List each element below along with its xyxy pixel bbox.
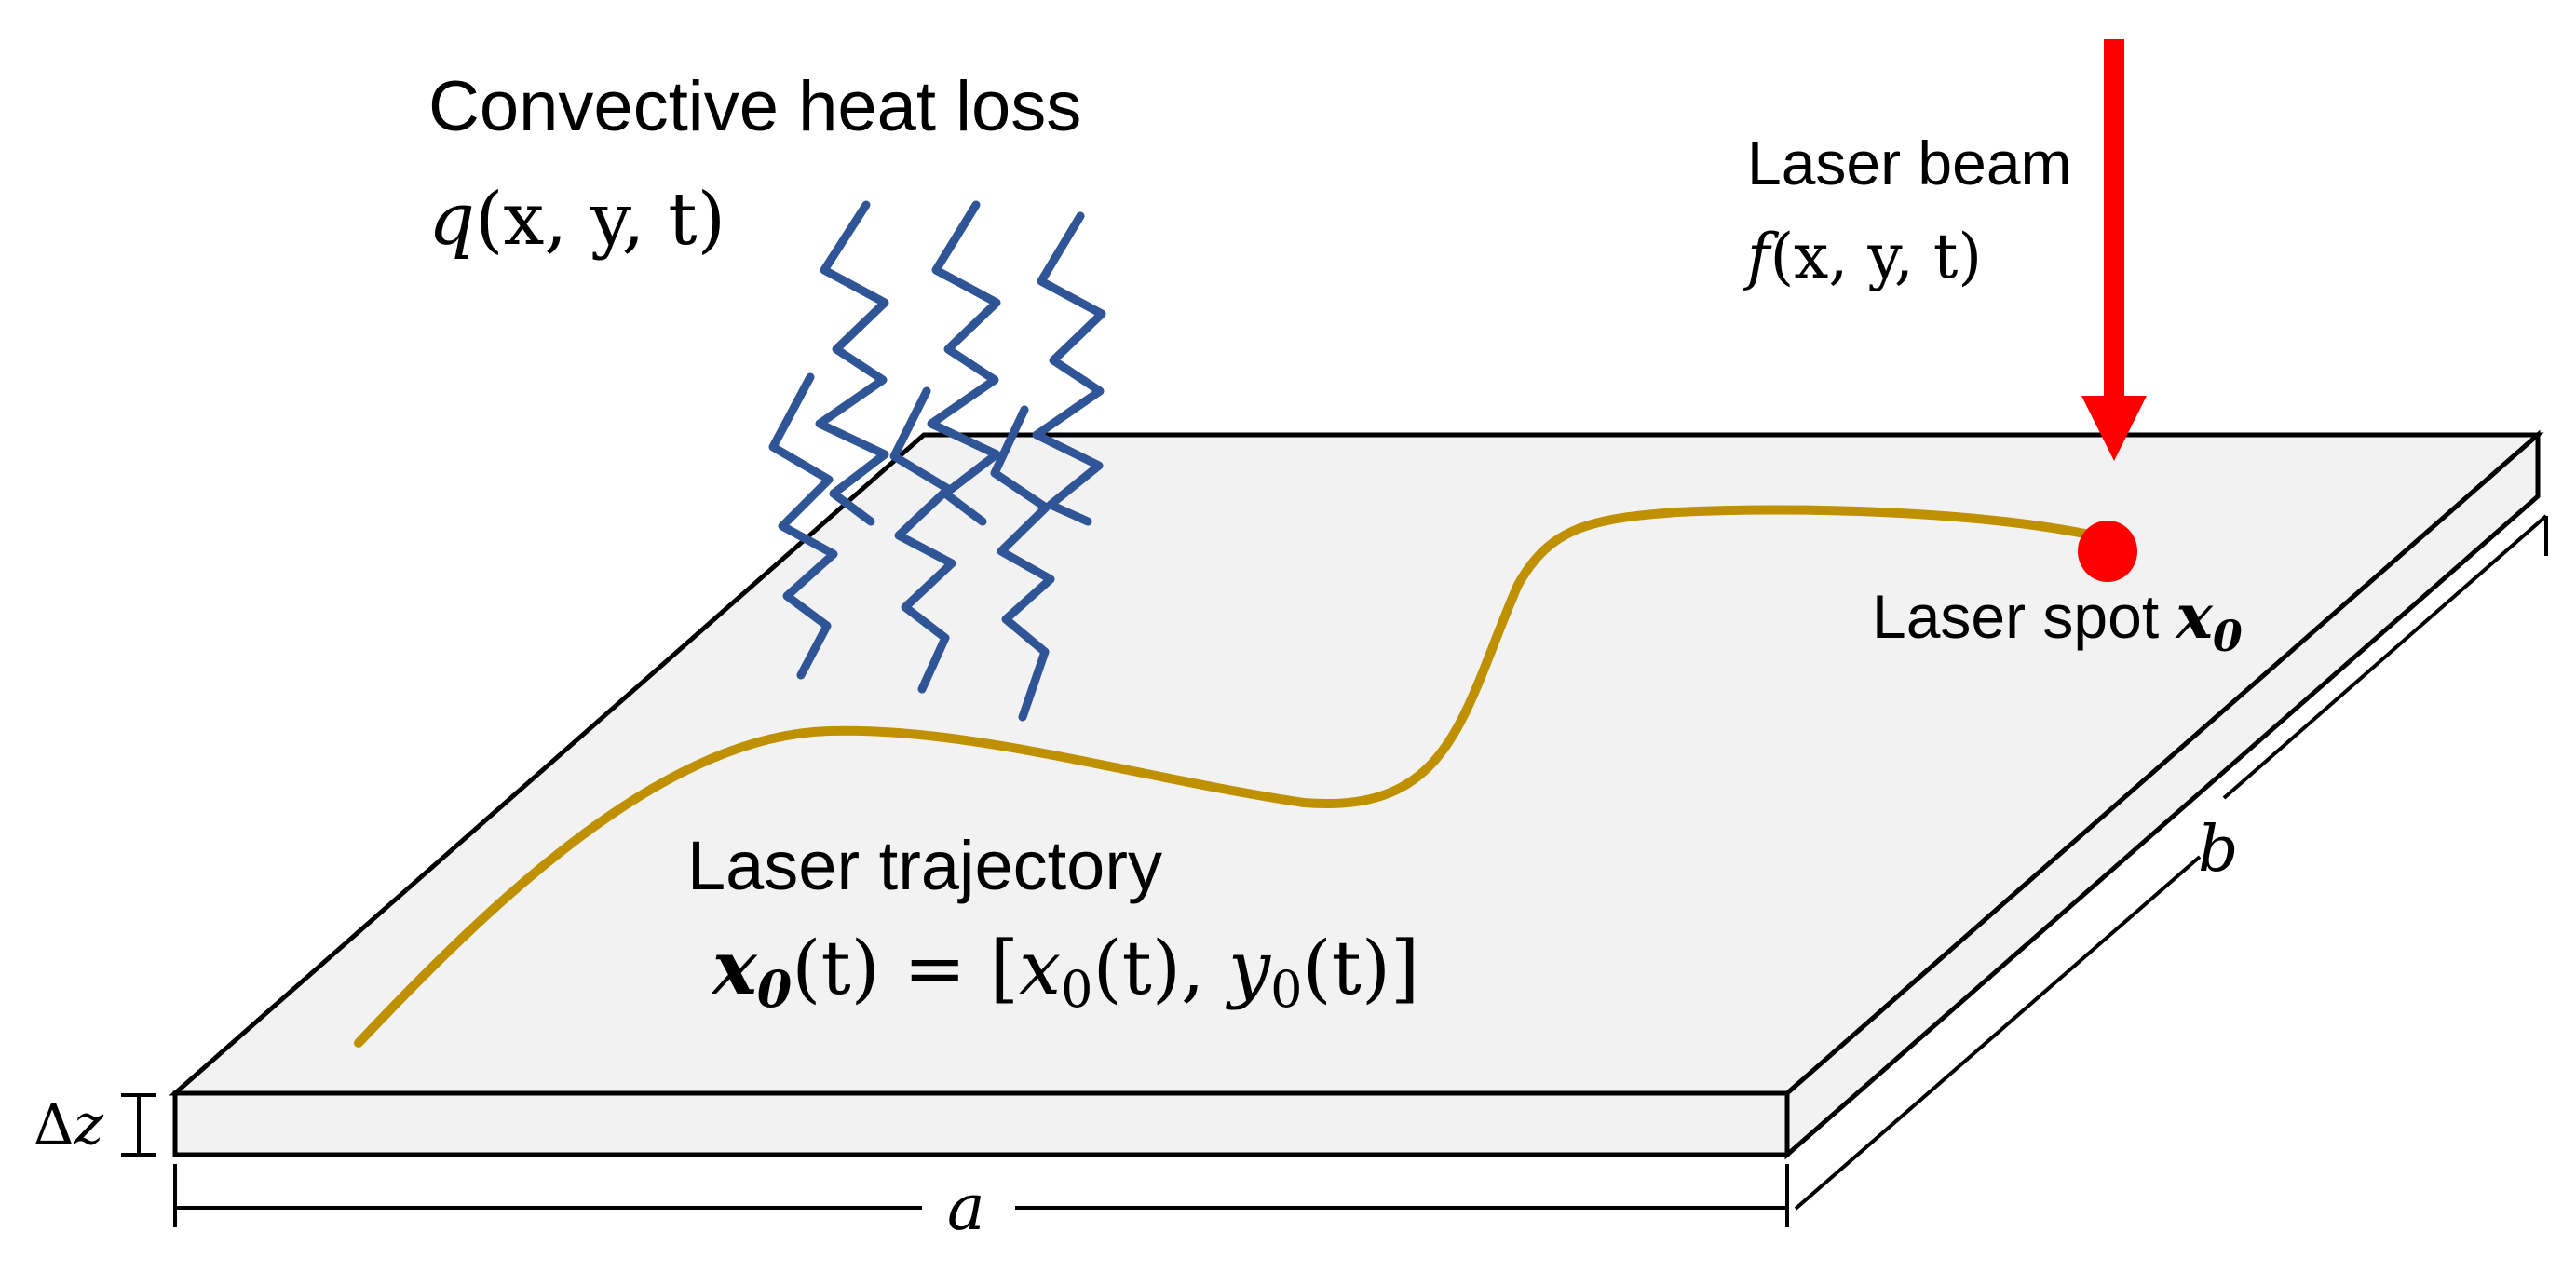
heat-wave-2: [927, 200, 1001, 526]
heat-wave-1: [815, 200, 889, 526]
heat-wave-5: [889, 386, 956, 694]
dimension-delta-z: [121, 1093, 156, 1157]
heat-wave-3: [1032, 211, 1106, 526]
dimension-b-label: b: [2198, 813, 2239, 887]
laser-beam-arrow: [2081, 39, 2147, 461]
plate-side-face: [1784, 429, 2541, 1160]
dimension-b: [1794, 514, 2548, 1211]
laser-spot-label: Laser spot x0: [1872, 580, 2243, 661]
convective-heat-loss-label: Convective heat loss: [428, 67, 1081, 146]
laser-trajectory-label: Laser trajectory: [687, 827, 1162, 904]
laser-beam-label: Laser beam: [1747, 129, 2072, 197]
plate-front-face: [172, 1090, 1790, 1157]
dimension-delta-z-label: Δz: [34, 1092, 103, 1157]
laser-trajectory-formula: x0(t) = [x0(t), y0(t)]: [711, 924, 1419, 1019]
dimension-a: [173, 1164, 1789, 1227]
heat-wave-6: [990, 405, 1055, 722]
convective-heat-waves: [768, 200, 1106, 722]
laser-trajectory-curve: [354, 505, 2111, 1048]
dimension-a-label: a: [947, 1171, 985, 1245]
heat-wave-4: [768, 372, 838, 680]
laser-beam-f-formula: f(x, y, t): [1742, 221, 1982, 292]
laser-spot: [2078, 521, 2137, 582]
convective-q-formula: q(x, y, t): [428, 178, 725, 262]
